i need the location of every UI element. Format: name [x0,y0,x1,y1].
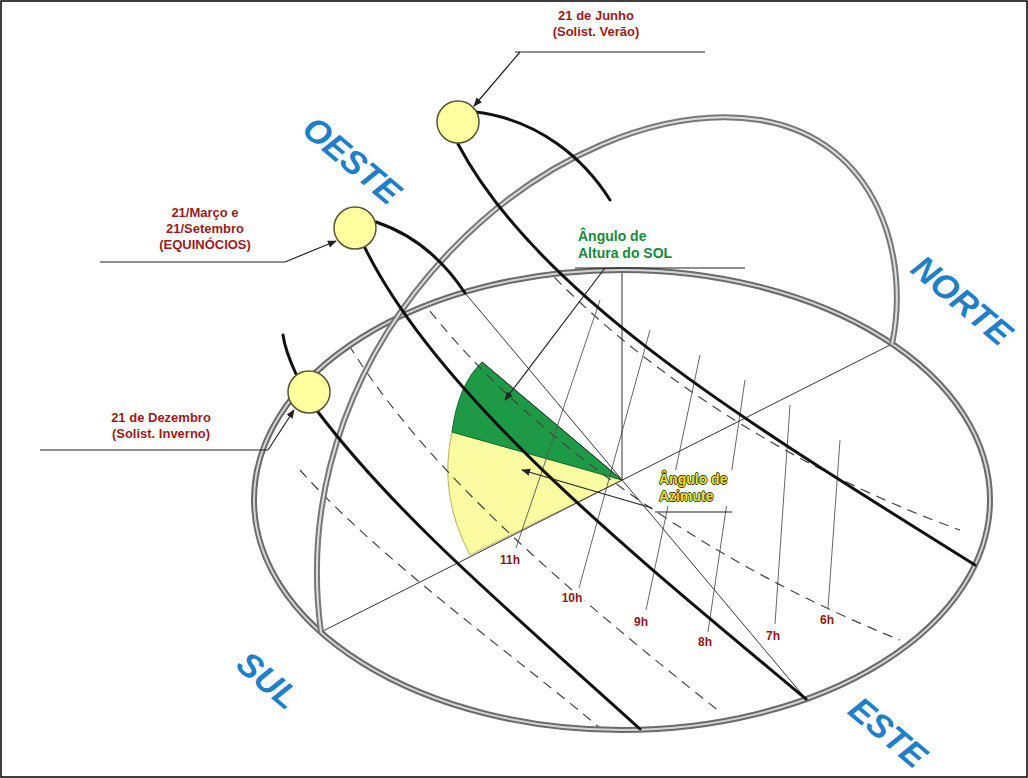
callout-underline [515,51,705,52]
callout-leaders [40,52,745,512]
equinox-path [365,248,806,699]
direction-label: OESTE [297,110,407,210]
december-path [318,412,640,729]
leader-arrow [474,52,520,106]
sun-ray-line [482,362,622,480]
hour-line [828,440,840,608]
angle-label: Ângulo de Azimute [656,470,758,506]
direction-label: SUL [231,645,305,715]
direction-label: ESTE [843,691,933,774]
direction-label: NORTE [906,249,1019,351]
sun-equinox [334,207,376,249]
date-callout: 21 de Junho (Solist. Verão) [535,8,657,40]
hour-label: 11h [498,554,522,567]
hour-label: 6h [818,614,836,627]
hour-label: 10h [560,592,585,605]
dashed-curve [300,470,600,728]
leader-arrow [522,470,652,508]
hour-label: 7h [764,630,782,643]
june-path-back [476,112,610,200]
zenith-line [622,272,623,480]
callout-underline [655,511,732,512]
june-path [458,144,975,565]
december-path-back [283,335,296,374]
sun-december [288,371,330,413]
north-south-axis [321,344,892,632]
hour-line [708,380,745,632]
sun-june [437,101,479,143]
horizon-ellipse-inner [254,270,990,730]
leader-arrow [505,268,605,400]
callout-underline [100,261,285,262]
hour-line [579,330,650,588]
hour-label: 8h [696,636,714,649]
dashed-curve [400,270,900,640]
angle-label: Ângulo de Altura do SOL [578,228,690,262]
horizon-ellipse [254,270,990,730]
dashed-curve [340,330,720,712]
callout-underline [575,267,745,268]
date-callout: 21 de Dezembro (Solist. Inverno) [95,410,227,442]
equinox-path-back [376,222,465,293]
east-west-axis [465,293,806,699]
leader-arrow [285,241,336,262]
hour-lines [516,300,840,632]
callout-underline [40,449,268,450]
compass-axes [321,272,892,699]
leader-arrow [268,410,294,450]
hour-label: 9h [632,616,650,629]
date-callout: 21/Março e 21/Setembro (EQUINÓCIOS) [140,205,270,253]
